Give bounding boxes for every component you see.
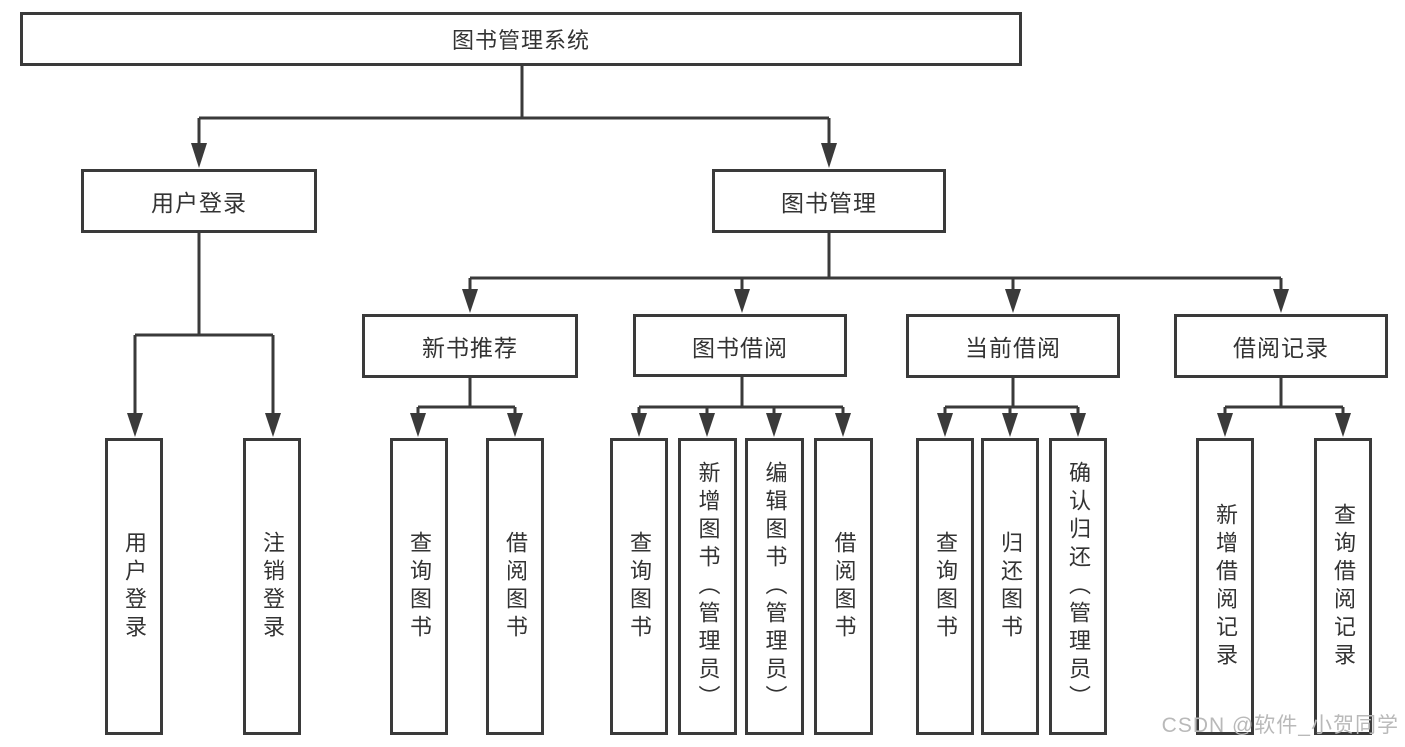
arrowhead [766,413,782,437]
leaf-current-return-label: 归还图书 [998,530,1023,643]
leaf-newbook-borrow: 借阅图书 [486,438,544,735]
arrowhead [1335,413,1351,437]
node-new-book-rec-label: 新书推荐 [422,335,518,361]
arrowhead [1273,289,1289,313]
leaf-records-add: 新增借阅记录 [1196,438,1254,735]
arrowhead [699,413,715,437]
node-user-login: 用户登录 [81,169,317,233]
leaf-current-return: 归还图书 [981,438,1039,735]
node-book-mgmt: 图书管理 [712,169,946,233]
leaf-records-add-label: 新增借阅记录 [1213,502,1238,671]
arrowhead [1070,413,1086,437]
node-root: 图书管理系统 [20,12,1022,66]
leaf-borrow-edit-label: 编辑图书（管理员） [762,460,788,713]
arrowhead [507,413,523,437]
node-book-mgmt-label: 图书管理 [781,190,877,216]
leaf-logout: 注销登录 [243,438,301,735]
arrowhead [734,289,750,313]
node-book-borrow-label: 图书借阅 [692,334,788,361]
node-current-borrow: 当前借阅 [906,314,1120,378]
node-borrow-records: 借阅记录 [1174,314,1388,378]
leaf-borrow-add: 新增图书（管理员） [678,438,737,735]
leaf-current-confirm: 确认归还（管理员） [1049,438,1107,735]
leaf-logout-label: 注销登录 [260,530,285,643]
csdn-watermark: CSDN @软件_小贺同学 [1161,714,1399,737]
leaf-borrow-query-label: 查询图书 [627,530,652,643]
node-book-borrow: 图书借阅 [633,314,847,377]
leaf-newbook-query: 查询图书 [390,438,448,735]
arrowhead [821,143,837,168]
leaf-records-query: 查询借阅记录 [1314,438,1372,735]
arrowhead [1005,289,1021,313]
node-user-login-label: 用户登录 [151,190,247,216]
arrowhead [937,413,953,437]
arrowhead [410,413,426,437]
leaf-records-query-label: 查询借阅记录 [1331,502,1356,671]
node-current-borrow-label: 当前借阅 [965,335,1061,361]
leaf-borrow-borrow: 借阅图书 [814,438,873,735]
leaf-borrow-add-label: 新增图书（管理员） [695,460,721,713]
leaf-current-query: 查询图书 [916,438,974,735]
leaf-borrow-query: 查询图书 [610,438,668,735]
arrowhead [835,413,851,437]
leaf-current-query-label: 查询图书 [933,530,958,643]
node-root-label: 图书管理系统 [451,28,590,53]
arrowhead [462,289,478,313]
arrowhead [631,413,647,437]
arrowhead [191,143,207,168]
arrowhead [1217,413,1233,437]
leaf-borrow-borrow-label: 借阅图书 [831,530,857,643]
node-borrow-records-label: 借阅记录 [1233,335,1329,361]
leaf-current-confirm-label: 确认归还（管理员） [1066,460,1091,713]
node-new-book-rec: 新书推荐 [362,314,578,378]
arrowhead [265,413,281,437]
leaf-borrow-edit: 编辑图书（管理员） [745,438,804,735]
leaf-newbook-borrow-label: 借阅图书 [503,530,528,643]
leaf-user-login-label: 用户登录 [122,530,147,643]
leaf-user-login: 用户登录 [105,438,163,735]
arrowhead [1002,413,1018,437]
arrowhead [127,413,143,437]
leaf-newbook-query-label: 查询图书 [407,530,432,643]
